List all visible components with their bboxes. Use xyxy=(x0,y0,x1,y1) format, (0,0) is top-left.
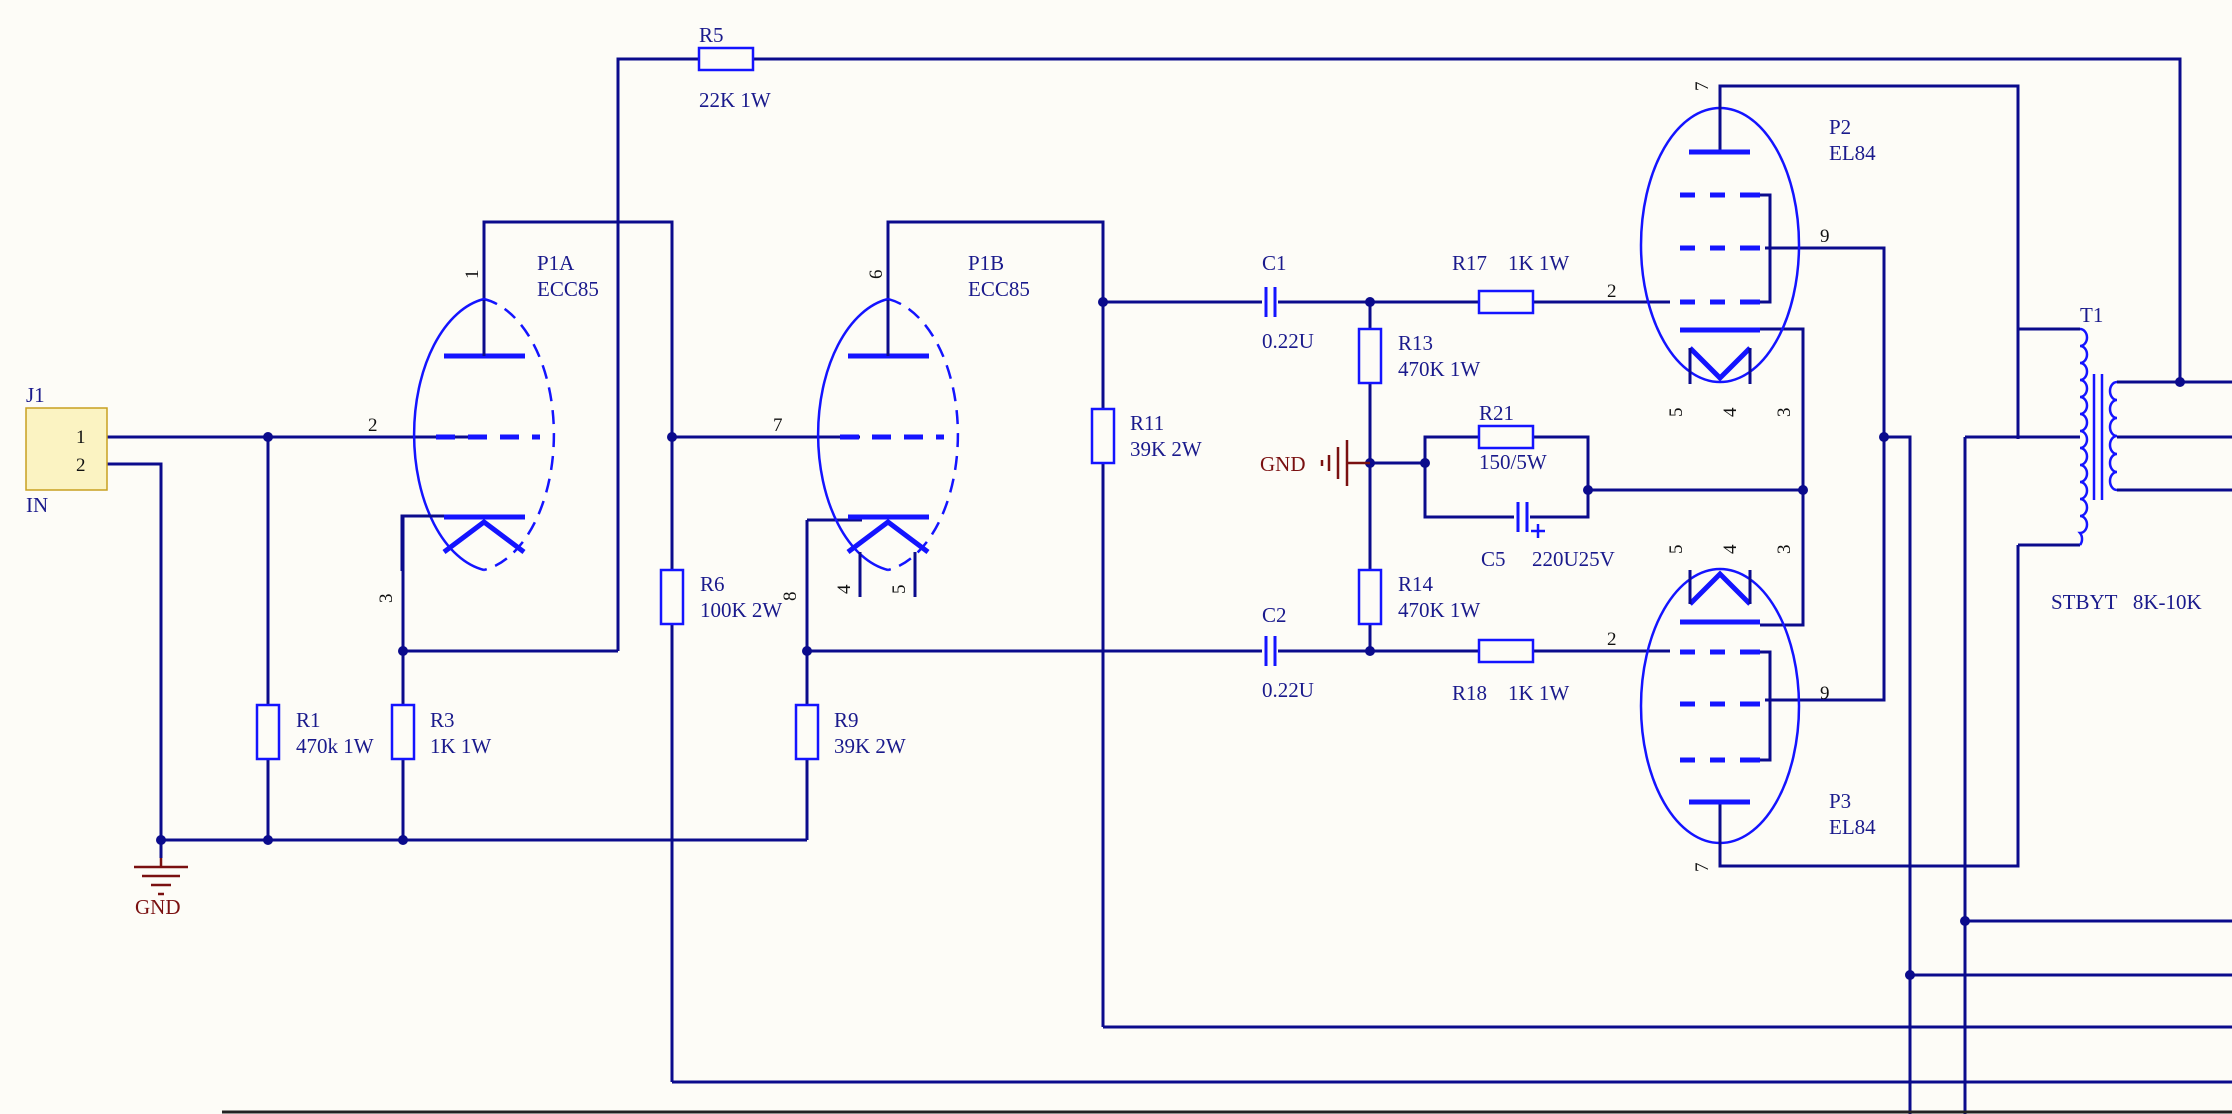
r6-ref: R6 xyxy=(700,572,725,596)
resistor-r1[interactable]: R1 470k 1W xyxy=(255,703,374,761)
p2-value: EL84 xyxy=(1829,141,1876,165)
r1-value: 470k 1W xyxy=(296,734,374,758)
r18-ref: R18 xyxy=(1452,681,1487,705)
junctions xyxy=(156,297,2185,980)
r3-ref: R3 xyxy=(430,708,455,732)
ground-left-label: GND xyxy=(135,895,181,919)
p2-pin-cathode: 3 xyxy=(1774,408,1795,418)
resistor-r11[interactable]: R11 39K 2W xyxy=(1090,407,1202,465)
resistor-r9[interactable]: R9 39K 2W xyxy=(794,703,906,761)
c5-value: 220U25V xyxy=(1532,547,1615,571)
p1a-pin-plate: 1 xyxy=(462,270,483,280)
r14-value: 470K 1W xyxy=(1398,598,1480,622)
p1b-pin-heater-a: 4 xyxy=(834,584,855,594)
resistor-r18[interactable]: R18 1K 1W xyxy=(1452,638,1569,705)
j1-pin1: 1 xyxy=(76,427,86,448)
resistor-r21[interactable]: R21 150/5W xyxy=(1477,401,1547,474)
p3-pin-heater-a: 5 xyxy=(1666,545,1687,555)
r13-ref: R13 xyxy=(1398,331,1433,355)
r5-ref: R5 xyxy=(699,23,724,47)
resistor-r13[interactable]: R13 470K 1W xyxy=(1357,327,1480,385)
tube-p1a[interactable]: P1A ECC85 1 2 3 xyxy=(368,251,599,603)
r11-ref: R11 xyxy=(1130,411,1164,435)
resistor-r17[interactable]: R17 1K 1W xyxy=(1452,251,1569,315)
r21-value: 150/5W xyxy=(1479,450,1547,474)
j1-ref: J1 xyxy=(26,383,45,407)
p3-pin-heater-b: 4 xyxy=(1720,544,1741,554)
r6-value: 100K 2W xyxy=(700,598,782,622)
r5-value: 22K 1W xyxy=(699,88,771,112)
p2-pin-plate: 7 xyxy=(1692,82,1713,92)
r14-ref: R14 xyxy=(1398,572,1434,596)
p1a-pin-grid: 2 xyxy=(368,415,378,436)
p1a-pin-cathode: 3 xyxy=(376,594,397,604)
p3-pin-screen: 9 xyxy=(1820,683,1830,704)
r1-ref: R1 xyxy=(296,708,321,732)
r17-value: 1K 1W xyxy=(1508,251,1569,275)
resistor-r3[interactable]: R3 1K 1W xyxy=(390,703,491,761)
capacitor-c1[interactable]: C1 0.22U xyxy=(1262,251,1314,353)
p3-ref: P3 xyxy=(1829,789,1851,813)
r21-ref: R21 xyxy=(1479,401,1514,425)
p1b-ref: P1B xyxy=(968,251,1004,275)
p2-pin-grid: 2 xyxy=(1607,281,1617,302)
resistor-r14[interactable]: R14 470K 1W xyxy=(1357,568,1480,626)
capacitor-c5[interactable]: C5 220U25V xyxy=(1481,502,1615,571)
j1-pin2: 2 xyxy=(76,455,86,476)
p3-value: EL84 xyxy=(1829,815,1876,839)
r11-value: 39K 2W xyxy=(1130,437,1202,461)
r3-value: 1K 1W xyxy=(430,734,491,758)
t1-ref: T1 xyxy=(2080,303,2103,327)
p1a-value: ECC85 xyxy=(537,277,599,301)
resistor-r6[interactable]: R6 100K 2W xyxy=(659,568,782,626)
ground-mid-label: GND xyxy=(1260,452,1306,476)
c1-value: 0.22U xyxy=(1262,329,1314,353)
r9-value: 39K 2W xyxy=(834,734,906,758)
c2-value: 0.22U xyxy=(1262,678,1314,702)
p1b-pin-grid: 7 xyxy=(773,415,783,436)
p1a-ref: P1A xyxy=(537,251,575,275)
c5-ref: C5 xyxy=(1481,547,1506,571)
p2-pin-screen: 9 xyxy=(1820,226,1830,247)
ground-mid[interactable]: GND xyxy=(1260,440,1370,486)
p1b-pin-cathode: 8 xyxy=(780,592,801,602)
p1b-pin-heater-b: 5 xyxy=(889,585,910,595)
r17-ref: R17 xyxy=(1452,251,1487,275)
p1b-value: ECC85 xyxy=(968,277,1030,301)
c1-ref: C1 xyxy=(1262,251,1287,275)
p3-pin-plate: 7 xyxy=(1692,863,1713,873)
r13-value: 470K 1W xyxy=(1398,357,1480,381)
resistor-r5[interactable]: R5 22K 1W xyxy=(697,23,771,112)
p2-pin-heater-b: 4 xyxy=(1720,407,1741,417)
tube-p1b[interactable]: P1B ECC85 6 7 8 4 5 xyxy=(773,251,1030,601)
capacitor-c2[interactable]: C2 0.22U xyxy=(1262,603,1314,702)
tube-p2[interactable]: P2 EL84 7 9 2 5 4 3 xyxy=(1607,82,1876,418)
ground-left[interactable]: GND xyxy=(134,858,188,919)
j1-label: IN xyxy=(26,493,48,517)
c2-ref: C2 xyxy=(1262,603,1287,627)
p1b-pin-plate: 6 xyxy=(866,270,887,280)
connector-j1[interactable]: J1 1 2 IN xyxy=(25,383,108,517)
r9-ref: R9 xyxy=(834,708,859,732)
p3-pin-cathode: 3 xyxy=(1774,545,1795,555)
p3-pin-grid: 2 xyxy=(1607,629,1617,650)
t1-value: STBYT 8K-10K xyxy=(2051,590,2202,614)
p2-ref: P2 xyxy=(1829,115,1851,139)
p2-pin-heater-a: 5 xyxy=(1666,408,1687,418)
r18-value: 1K 1W xyxy=(1508,681,1569,705)
wires xyxy=(107,57,2232,1114)
tube-p3[interactable]: P3 EL84 7 9 2 5 4 3 xyxy=(1607,544,1876,872)
transformer-t1[interactable]: T1 STBYT 8K-10K xyxy=(2051,303,2202,614)
